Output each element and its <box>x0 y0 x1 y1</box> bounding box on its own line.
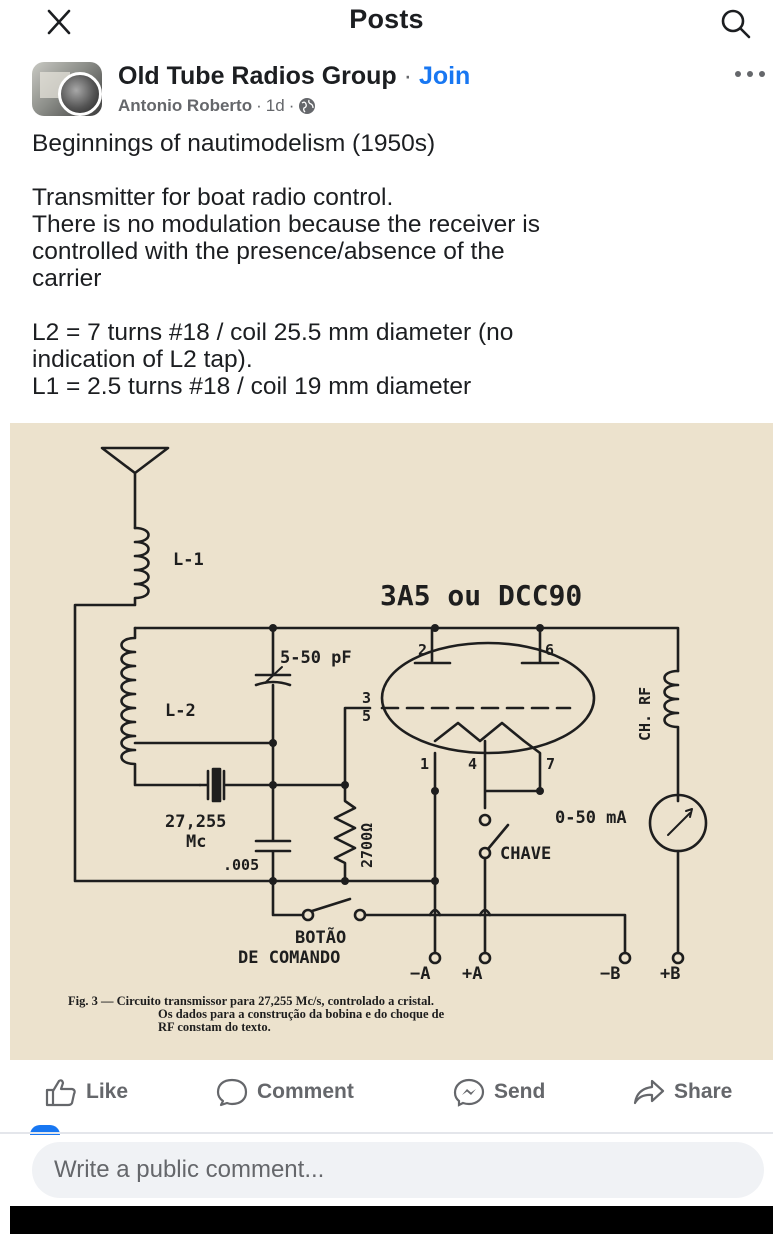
post-text-line: L2 = 7 turns #18 / coil 25.5 mm diameter… <box>32 319 514 346</box>
post-meta: Antonio Roberto · 1d · <box>118 96 316 116</box>
share-label: Share <box>674 1080 733 1103</box>
terminal-label: +B <box>660 964 680 984</box>
post-text-line: There is no modulation because the recei… <box>32 211 540 238</box>
share-icon <box>633 1079 665 1105</box>
post-text-line: L1 = 2.5 turns #18 / coil 19 mm diameter <box>32 373 472 400</box>
pin-label: 2 <box>418 641 427 659</box>
group-avatar[interactable] <box>32 62 102 116</box>
top-bar: Posts <box>0 0 773 44</box>
post-header: Old Tube Radios Group · Join Antonio Rob… <box>0 60 773 120</box>
antenna-icon <box>100 446 170 530</box>
more-dots-icon[interactable] <box>733 68 767 80</box>
divider <box>0 1132 773 1134</box>
pin-label: 1 <box>420 755 429 773</box>
switch-label: CHAVE <box>500 844 551 864</box>
post-text-line: indication of L2 tap). <box>32 346 253 373</box>
crystal-unit: Mc <box>186 832 206 852</box>
post-time[interactable]: 1d <box>265 96 285 115</box>
button-label: BOTÃO <box>295 925 346 948</box>
caption: Os dados para a construção da bobina e d… <box>158 1007 445 1021</box>
comment-box <box>32 1142 764 1198</box>
like-label: Like <box>86 1080 129 1103</box>
pin-label: 4 <box>468 755 477 773</box>
comment-icon <box>216 1078 248 1107</box>
crystal-freq: 27,255 <box>165 812 226 832</box>
caption: RF constam do texto. <box>158 1020 271 1034</box>
share-button[interactable]: Share <box>632 1066 732 1118</box>
choke-label: CH. RF <box>636 687 654 741</box>
group-name[interactable]: Old Tube Radios Group <box>118 62 397 90</box>
send-button[interactable]: Send <box>452 1066 545 1118</box>
terminal-label: +A <box>462 964 482 984</box>
search-icon[interactable] <box>718 6 754 42</box>
globe-icon <box>299 98 316 114</box>
reaction-icon <box>30 1125 60 1135</box>
cap-fixed: .005 <box>223 856 259 874</box>
close-icon[interactable] <box>38 6 78 40</box>
comment-label: Comment <box>257 1080 354 1103</box>
comment-input[interactable] <box>32 1142 764 1198</box>
tube-label: 3A5 ou DCC90 <box>380 579 582 612</box>
like-icon <box>45 1079 76 1107</box>
button-label: DE COMANDO <box>238 948 340 968</box>
caption: Fig. 3 — Circuito transmissor para 27,25… <box>68 994 434 1008</box>
separator: · <box>256 96 262 115</box>
post-text: Beginnings of nautimodelism (1950s) Tran… <box>32 130 752 400</box>
like-button[interactable]: Like <box>44 1066 128 1118</box>
post-text-line: Transmitter for boat radio control. <box>32 184 394 211</box>
coil-l1 <box>73 526 437 883</box>
pin-label: 5 <box>362 707 371 725</box>
l2-label: L-2 <box>165 701 196 721</box>
page-title: Posts <box>349 4 424 34</box>
author-avatar[interactable] <box>58 72 102 116</box>
circuit-diagram: 3A5 ou DCC90 L-1 L-2 5-50 pF 27,255 Mc .… <box>68 446 708 1034</box>
l1-label: L-1 <box>173 550 204 570</box>
resistor-label: 2700Ω <box>358 823 376 868</box>
post-text-line: carrier <box>32 265 102 292</box>
schematic-photo[interactable]: 3A5 ou DCC90 L-1 L-2 5-50 pF 27,255 Mc .… <box>10 423 773 1060</box>
meter-icon <box>648 793 708 853</box>
separator: · <box>288 96 295 115</box>
bottom-bar <box>10 1206 773 1234</box>
messenger-icon <box>453 1078 485 1107</box>
group-line: Old Tube Radios Group · Join <box>118 62 470 91</box>
post-actions: Like Comment Send Share <box>0 1066 773 1122</box>
vacuum-tube <box>380 641 596 755</box>
cap-var-label: 5-50 pF <box>280 648 352 668</box>
separator: · <box>403 62 412 90</box>
choke-coil <box>663 669 680 803</box>
terminal-label: −B <box>600 964 620 984</box>
meter-label: 0-50 mA <box>555 808 627 828</box>
comment-button[interactable]: Comment <box>215 1066 354 1118</box>
author-name[interactable]: Antonio Roberto <box>118 96 253 115</box>
post-text-line: controlled with the presence/absence of … <box>32 238 505 265</box>
pin-label: 7 <box>546 755 555 773</box>
send-label: Send <box>494 1080 546 1103</box>
join-button[interactable]: Join <box>418 62 471 90</box>
coil-l2 <box>120 626 202 787</box>
pin-label: 3 <box>362 689 371 707</box>
pin-label: 6 <box>545 641 554 659</box>
post-text-line: Beginnings of nautimodelism (1950s) <box>32 130 436 157</box>
terminal-label: −A <box>410 964 430 984</box>
